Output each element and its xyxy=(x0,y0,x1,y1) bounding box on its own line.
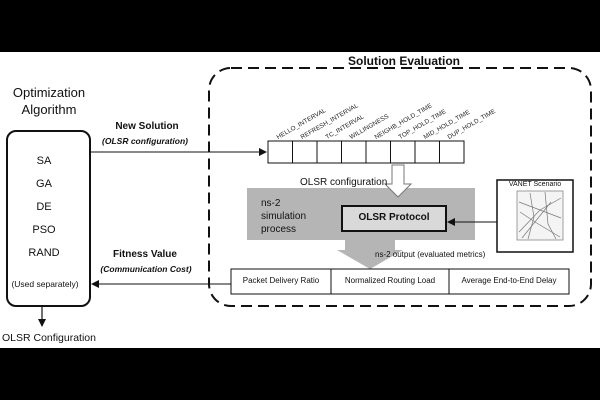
algorithm-de: DE xyxy=(36,201,52,213)
metrics-table xyxy=(230,268,570,295)
new-solution-label: New Solution xyxy=(115,121,179,132)
vanet-scenario-label: VANET Scenario xyxy=(508,181,562,188)
olsr-configuration-label: OLSR configuration xyxy=(300,177,388,188)
output-configuration-label: OLSR Configuration xyxy=(2,332,96,344)
diagram-shapes xyxy=(6,67,592,327)
evaluation-container xyxy=(208,67,592,307)
algorithm-rand: RAND xyxy=(28,247,60,259)
fitness-value-sublabel: (Communication Cost) xyxy=(100,264,192,274)
fitness-value-label: Fitness Value xyxy=(113,249,177,260)
parameter-cell xyxy=(439,140,465,164)
algorithm-sa: SA xyxy=(36,155,52,167)
parameter-cell xyxy=(365,140,391,164)
olsr-protocol-label: OLSR Protocol xyxy=(358,212,430,223)
optimizer-note: (Used separately) xyxy=(11,279,79,289)
parameter-cell xyxy=(316,140,342,164)
metric-end-to-end-delay: Average End-to-End Delay xyxy=(461,276,557,285)
parameter-cell xyxy=(341,140,367,164)
metric-normalized-routing-load: Normalized Routing Load xyxy=(344,276,436,285)
algorithm-ga: GA xyxy=(36,178,52,190)
ns2-label-line3: process xyxy=(261,224,297,235)
parameter-cell xyxy=(267,140,293,164)
evaluation-title: Solution Evaluation xyxy=(348,54,461,68)
ns2-label-line2: simulation xyxy=(261,211,307,222)
ns2-output-arrow xyxy=(337,240,403,269)
vanet-map-roads xyxy=(518,191,562,240)
optimizer-title-line2: Algorithm xyxy=(21,102,77,117)
new-solution-sublabel: (OLSR configuration) xyxy=(102,136,188,146)
algorithm-pso: PSO xyxy=(32,224,56,236)
ns2-output-label: ns-2 output (evaluated metrics) xyxy=(375,250,486,259)
ns2-label-line1: ns-2 xyxy=(261,198,281,209)
parameter-cell xyxy=(292,140,318,164)
parameter-vector xyxy=(267,140,465,164)
parameter-cell xyxy=(390,140,416,164)
olsr-protocol-box xyxy=(341,205,447,232)
parameter-cell xyxy=(414,140,440,164)
optimizer-box xyxy=(6,130,91,307)
metric-packet-delivery-ratio: Packet Delivery Ratio xyxy=(242,276,320,285)
diagram-canvas: Optimization Algorithm SA GA DE PSO RAND… xyxy=(0,52,600,348)
optimizer-title-line1: Optimization xyxy=(12,85,86,100)
configuration-arrow xyxy=(383,164,413,198)
